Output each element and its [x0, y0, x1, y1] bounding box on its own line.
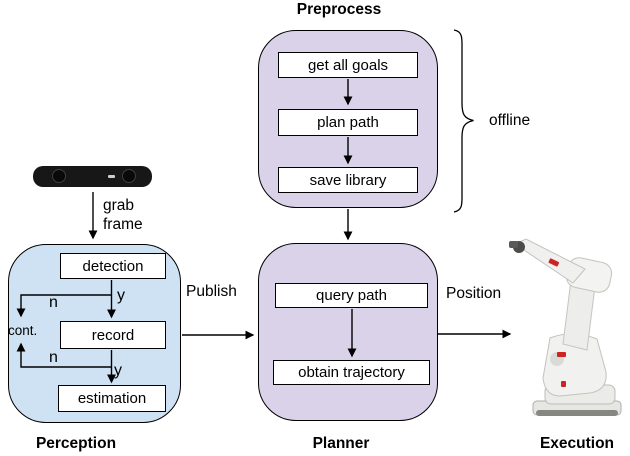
branch-label-yes-2: y [114, 362, 122, 379]
cont-label: cont. [8, 323, 38, 338]
execution-title: Execution [539, 435, 615, 452]
step-record: record [60, 321, 166, 349]
preprocess-title: Preprocess [296, 1, 382, 18]
step-query-path: query path [275, 283, 428, 308]
step-plan-path: plan path [278, 109, 418, 136]
planner-title: Planner [312, 435, 370, 452]
edge-label-grab-frame: grab frame [103, 197, 143, 233]
position-label: Position [446, 285, 502, 302]
arrow-detection-no [16, 294, 112, 318]
branch-label-yes-1: y [117, 287, 125, 304]
publish-label: Publish [186, 283, 237, 300]
step-save-library: save library [278, 167, 418, 193]
step-get-all-goals: get all goals [278, 52, 418, 78]
camera-right-lens-icon [122, 169, 136, 183]
offline-brace [453, 29, 474, 213]
planner-group-box [258, 243, 438, 421]
step-estimation: estimation [58, 385, 166, 412]
step-detection: detection [60, 253, 166, 279]
stereo-camera-image [33, 166, 152, 187]
camera-indicator-icon [108, 175, 115, 178]
camera-left-lens-icon [52, 169, 66, 183]
perception-title: Perception [35, 435, 117, 452]
robot-arm-image [509, 238, 622, 416]
branch-label-no-2: n [49, 349, 58, 366]
arrow-record-no [16, 342, 112, 368]
step-obtain-trajectory: obtain trajectory [273, 360, 430, 385]
offline-label: offline [489, 112, 531, 129]
branch-label-no-1: n [49, 294, 58, 311]
